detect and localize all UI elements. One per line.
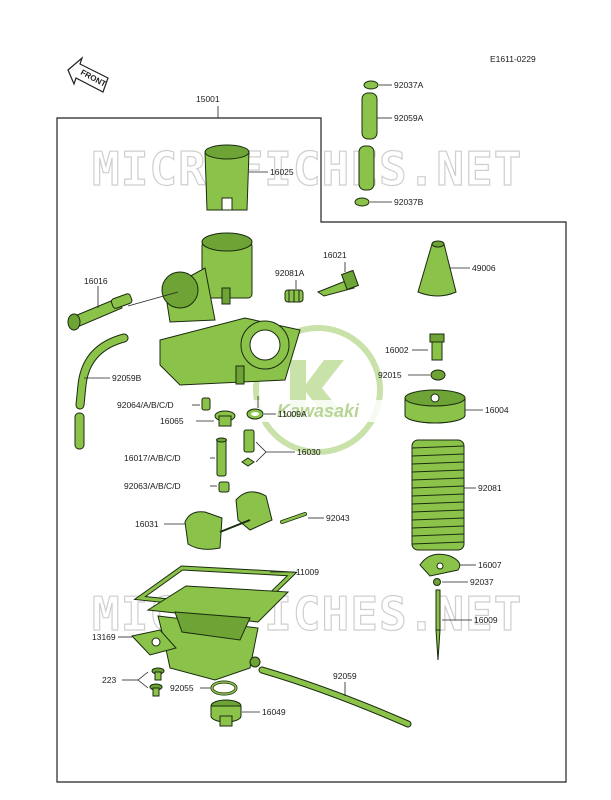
- label-92059B: 92059B: [112, 373, 142, 383]
- label-92064: 92064/A/B/C/D: [117, 400, 174, 410]
- part-16002: [429, 333, 445, 361]
- sleeve-16025: [204, 144, 250, 211]
- oring-92037B: [354, 197, 370, 207]
- label-223: 223: [102, 675, 116, 685]
- label-92043: 92043: [326, 513, 350, 523]
- label-92015: 92015: [378, 370, 402, 380]
- label-16049: 16049: [262, 707, 286, 717]
- label-16031: 16031: [135, 519, 159, 529]
- diagram-code: E1611-0229: [490, 54, 536, 64]
- label-11009: 11009: [296, 567, 319, 577]
- part-16030: [241, 429, 255, 467]
- label-16004: 16004: [485, 405, 509, 415]
- label-92037B: 92037B: [394, 197, 424, 207]
- label-16065: 16065: [160, 416, 184, 426]
- label-49006: 49006: [472, 263, 496, 273]
- label-16025: 16025: [270, 167, 294, 177]
- label-92059A: 92059A: [394, 113, 424, 123]
- screw-16016: [67, 293, 133, 331]
- label-16007: 16007: [478, 560, 502, 570]
- kawasaki-logo: Kawasaki: [252, 325, 384, 455]
- label-92059: 92059: [333, 671, 357, 681]
- label-92081: 92081: [478, 483, 502, 493]
- label-16021: 16021: [323, 250, 347, 260]
- bracket-13169: [131, 629, 177, 656]
- float-bowl: [146, 585, 290, 681]
- label-92063: 92063/A/B/C/D: [124, 481, 181, 491]
- label-16002: 16002: [385, 345, 409, 355]
- clip-92037: [433, 578, 441, 586]
- oring-92037A: [363, 80, 379, 90]
- assembly-frame: [56, 117, 567, 783]
- needle-16009: [435, 589, 441, 661]
- label-92081A: 92081A: [275, 268, 305, 278]
- needle-jet-16017: [216, 437, 227, 477]
- screws-223: [149, 667, 165, 697]
- boot-49006: [417, 243, 457, 297]
- label-92037A: 92037A: [394, 80, 424, 90]
- cap-16004: [404, 389, 466, 424]
- label-11009A: 11009A: [278, 409, 307, 419]
- label-13169: 13169: [92, 632, 116, 642]
- part-16065: [214, 410, 236, 427]
- spring-92081A: [284, 289, 304, 303]
- drain-plug-16049: [210, 699, 242, 727]
- nut-92015: [430, 369, 446, 381]
- jet-92064: [201, 397, 211, 411]
- hose-92059A: [358, 92, 378, 191]
- label-16017: 16017/A/B/C/D: [124, 453, 181, 463]
- label-15001: 15001: [196, 94, 220, 104]
- watermark-top: MICROFICHES.NET: [92, 142, 522, 196]
- label-92055: 92055: [170, 683, 194, 693]
- jet-92063: [218, 481, 230, 493]
- front-arrow-icon: FRONT: [67, 56, 109, 93]
- float-16031: [184, 491, 273, 550]
- label-16016: 16016: [84, 276, 108, 286]
- carburetor-body: [159, 232, 301, 386]
- label-16009: 16009: [474, 615, 498, 625]
- logo-text: Kawasaki: [277, 401, 360, 421]
- label-92037: 92037: [470, 577, 494, 587]
- spring-92081: [411, 439, 465, 551]
- label-16030: 16030: [297, 447, 321, 457]
